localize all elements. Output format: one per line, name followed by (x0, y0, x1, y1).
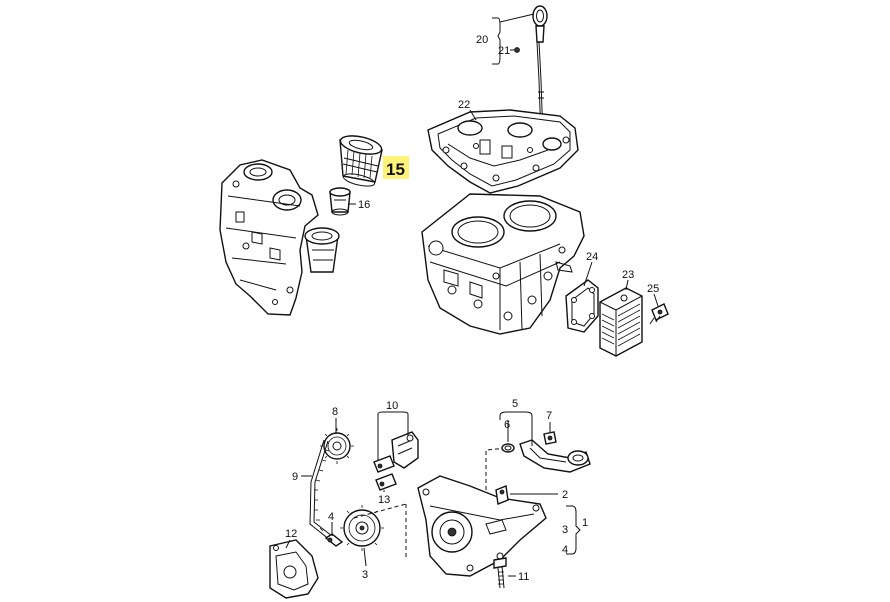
svg-text:15: 15 (386, 160, 405, 179)
drive-sprocket-3[interactable] (340, 505, 384, 551)
chain-tensioner-10[interactable] (373, 431, 419, 473)
label-6: 6 (504, 419, 510, 431)
dipstick-20[interactable] (532, 5, 548, 151)
bolt-25[interactable] (649, 303, 669, 325)
leader-25 (653, 293, 659, 307)
assembly-line-pickup (485, 447, 509, 490)
label-4-bracket: 4 (562, 544, 568, 556)
label-9: 9 (292, 471, 298, 483)
leader-22 (469, 109, 477, 121)
seal-21[interactable] (514, 47, 520, 53)
o-ring-6[interactable] (501, 443, 515, 453)
oil-filter-15[interactable] (339, 132, 384, 188)
label-21: 21 (498, 45, 510, 57)
chain-cover-12[interactable] (269, 539, 319, 599)
leader-20 (492, 17, 501, 65)
label-3: 3 (362, 569, 368, 581)
bolt-11[interactable] (493, 557, 507, 589)
bolt-7[interactable] (543, 431, 557, 445)
label-20: 20 (476, 34, 488, 46)
label-1: 1 (582, 517, 588, 529)
label-16: 16 (358, 199, 370, 211)
gasket-24[interactable] (565, 279, 599, 333)
label-7: 7 (546, 410, 552, 422)
leader-10 (377, 411, 409, 460)
bolt-2[interactable] (495, 485, 509, 505)
valve-cover-22[interactable] (427, 109, 579, 194)
bolt-13[interactable] (375, 473, 397, 491)
leader-23 (625, 279, 629, 291)
label-13: 13 (378, 494, 390, 506)
label-4: 4 (328, 511, 334, 523)
leader-1-bracket (566, 505, 581, 555)
assembly-line-chain (353, 503, 407, 560)
leader-5 (499, 411, 533, 446)
filter-seat[interactable] (304, 227, 340, 273)
highlight-label-15: 15 (383, 156, 409, 179)
chain-sprocket-8[interactable] (320, 428, 354, 464)
leader-3 (363, 547, 367, 567)
label-2: 2 (562, 489, 568, 501)
label-24: 24 (586, 251, 598, 263)
oil-pump-1[interactable] (417, 475, 547, 577)
label-22: 22 (458, 99, 470, 111)
timing-chain-9[interactable] (309, 439, 333, 541)
label-8: 8 (332, 406, 338, 418)
oil-cooler-23[interactable] (599, 287, 643, 357)
engine-block[interactable] (421, 193, 585, 335)
label-3-bracket: 3 (562, 524, 568, 536)
filter-insert-16[interactable] (329, 187, 351, 216)
oil-filter-housing[interactable] (219, 159, 319, 316)
pickup-pipe-5[interactable] (519, 439, 591, 473)
label-11: 11 (518, 571, 529, 583)
leader-20-link (499, 13, 535, 23)
leader-24 (583, 261, 593, 287)
label-23: 23 (622, 269, 634, 281)
leader-12 (285, 539, 291, 549)
label-12: 12 (285, 528, 297, 540)
label-25: 25 (647, 283, 659, 295)
label-5: 5 (512, 398, 518, 410)
bolt-4[interactable] (324, 533, 344, 547)
label-10: 10 (386, 400, 398, 412)
